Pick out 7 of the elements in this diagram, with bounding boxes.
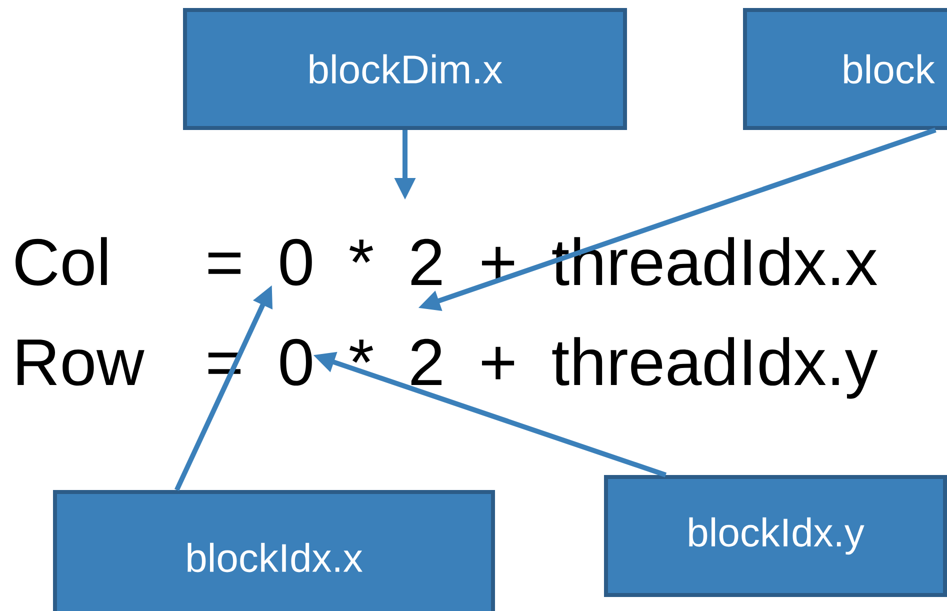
label-box: blockIdx.x bbox=[53, 490, 495, 611]
label-box: blockDim.x bbox=[183, 8, 627, 130]
variable-name: Row bbox=[18, 340, 144, 386]
formula-text: = 0 * 2 + threadIdx.x bbox=[208, 237, 878, 286]
variable-name: Col bbox=[16, 237, 107, 286]
label-box: block bbox=[743, 8, 947, 130]
label-box: blockIdx.y bbox=[604, 475, 947, 597]
